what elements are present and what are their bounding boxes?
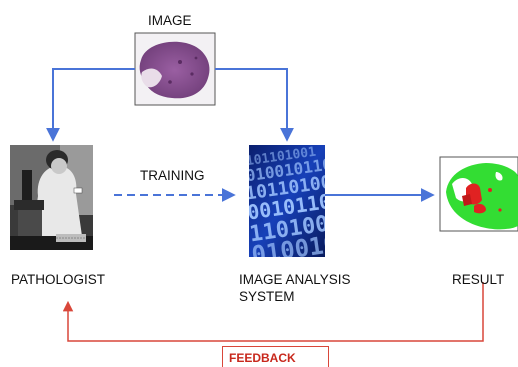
segmentation-result-image (439, 156, 518, 232)
result-label: RESULT (452, 272, 505, 287)
feedback-label: FEEDBACK (229, 351, 296, 365)
binary-code-image: 0101101001 1010010110 0101101001 1001011… (249, 145, 325, 257)
image-to-pathologist-arrow (46, 68, 135, 142)
feedback-arrow (62, 282, 484, 342)
image-label: IMAGE (148, 13, 192, 28)
feedback-box: FEEDBACK (222, 346, 329, 367)
training-label: TRAINING (140, 168, 205, 183)
system-label-line2: SYSTEM (239, 289, 295, 304)
image-to-system-arrow (215, 68, 294, 142)
system-label-line1: IMAGE ANALYSIS (239, 272, 351, 287)
pathologist-label: PATHOLOGIST (11, 272, 106, 287)
histology-slide-image (134, 32, 216, 106)
pathologist-microscope-photo (10, 145, 93, 250)
